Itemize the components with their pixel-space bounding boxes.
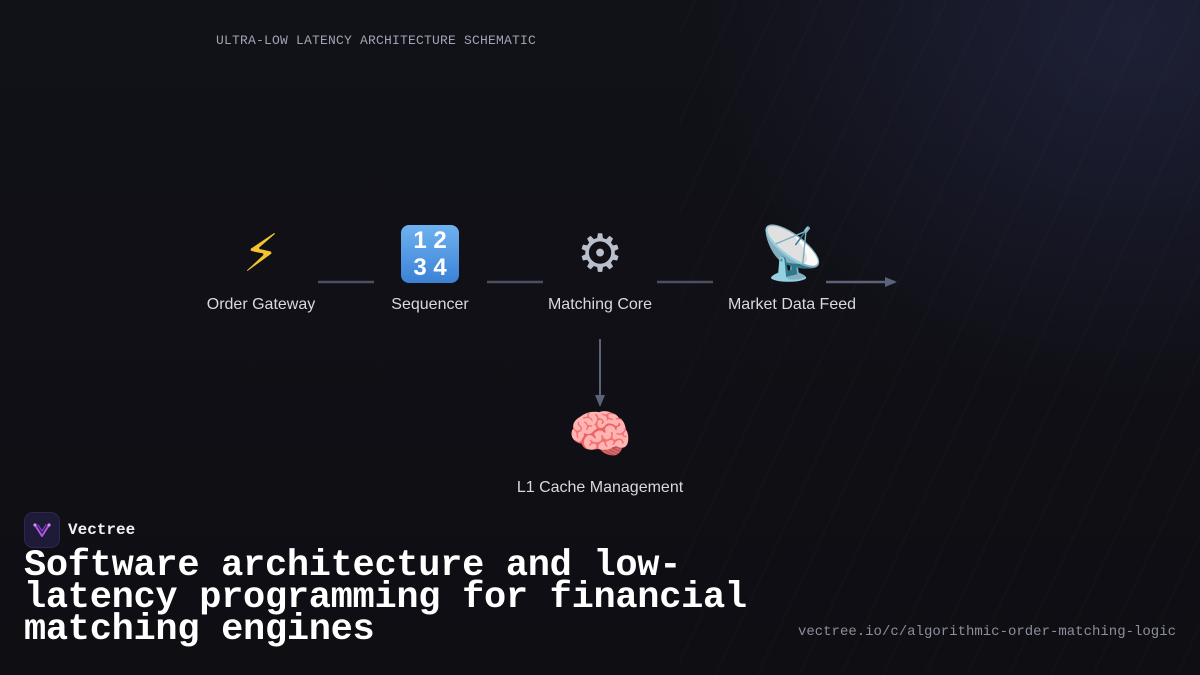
lightning-bolt-icon: ⚡ [242, 224, 280, 284]
course-url[interactable]: vectree.io/c/algorithmic-order-matching-… [797, 624, 1176, 640]
gear-icon: ⚙ [576, 224, 624, 284]
page-title: Software architecture and low-latency pr… [24, 545, 747, 651]
brain-icon: 🧠 [567, 405, 633, 465]
node-label-order-gateway: Order Gateway [206, 296, 316, 313]
satellite-dish-icon: 📡 [759, 224, 825, 284]
node-label-market-data-feed: Market Data Feed [727, 296, 857, 313]
node-label-matching-core: Matching Core [547, 296, 653, 313]
schematic-label: ULTRA-LOW LATENCY ARCHITECTURE SCHEMATIC [216, 33, 537, 48]
node-l1-cache-management: 🧠 L1 Cache Management [480, 405, 720, 497]
node-matching-core: ⚙ Matching Core [505, 224, 695, 314]
node-label-l1-cache: L1 Cache Management [516, 479, 684, 496]
node-label-sequencer: Sequencer [391, 296, 469, 313]
node-market-data-feed: 📡 Market Data Feed [697, 224, 887, 314]
brand[interactable]: Vectree [24, 512, 135, 548]
vectree-logo-icon [24, 512, 60, 548]
node-order-gateway: ⚡ Order Gateway [166, 224, 356, 314]
brand-name: Vectree [68, 521, 136, 539]
